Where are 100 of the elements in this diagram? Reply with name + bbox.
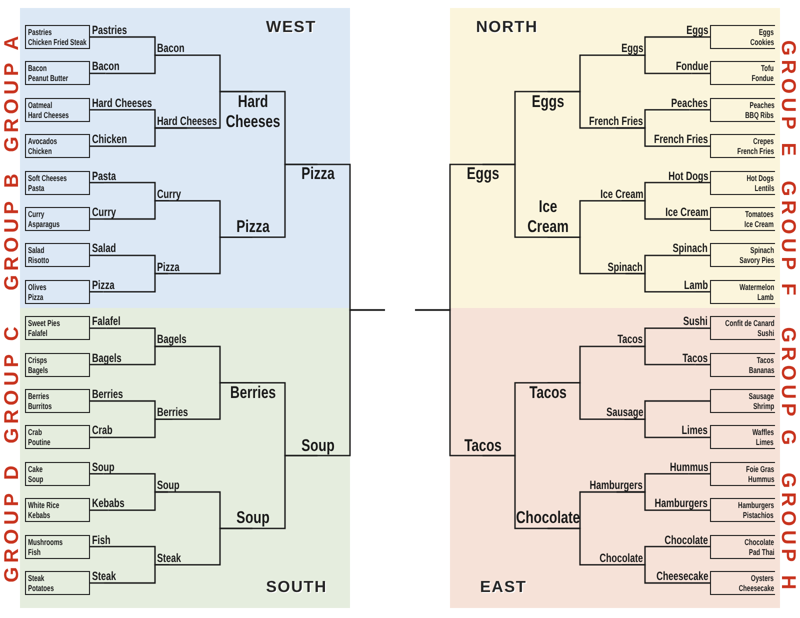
entry-name: Poutine (28, 437, 50, 448)
bracket-line (89, 36, 110, 38)
entry-name: White Rice (28, 500, 60, 510)
matchup-box (710, 207, 775, 231)
entry-name: Confit de Canard (724, 318, 774, 328)
matchup-box (25, 25, 90, 49)
bracket-line (102, 418, 173, 438)
entry-name: Crisps (28, 354, 48, 365)
matchup-box (710, 243, 775, 268)
entry-name: Risotto (28, 255, 50, 266)
winner-name: Steak (92, 569, 116, 583)
bracket-line (548, 528, 622, 566)
entry-name: Salad (28, 245, 44, 256)
matchup-box (25, 207, 90, 231)
bracket-line (681, 146, 711, 147)
bracket-line (548, 236, 626, 274)
entry-name: Pastries (28, 27, 52, 37)
matchup-box (710, 389, 775, 413)
entry-name: Cake (28, 464, 43, 474)
bracket-line (89, 182, 104, 184)
matchup-box (25, 170, 90, 195)
entry-name: Soft Cheeses (28, 172, 67, 183)
winner-name: Hard Cheeses (225, 92, 280, 132)
bracket-line (616, 127, 681, 147)
matchup-box (25, 316, 90, 340)
winner-name: Soup (157, 478, 180, 492)
group-label: GROUP E (776, 40, 800, 160)
entry-name: Tomatoes (746, 209, 774, 219)
matchup-box (25, 534, 90, 559)
winner-name: Sushi (684, 314, 708, 328)
bracket-line (252, 164, 318, 238)
entry-name: Oysters (751, 573, 774, 583)
matchup-box (710, 462, 775, 486)
matchup-box (25, 134, 90, 158)
bracket-line (632, 54, 692, 74)
bracket-line (89, 582, 104, 584)
entry-name: Chicken (28, 146, 52, 156)
region-panel (20, 8, 350, 308)
entry-name: Spinach (750, 245, 774, 256)
entry-name: Hard Cheeses (28, 110, 69, 120)
entry-name: Fish (28, 546, 41, 557)
winner-name: Berries (92, 387, 124, 401)
winner-name: Eggs (686, 23, 708, 37)
bracket-line (690, 254, 711, 256)
bracket-line (169, 528, 252, 566)
winner-name: Lamb (684, 278, 708, 292)
bracket-line (688, 473, 711, 474)
matchup-box (25, 425, 90, 450)
winner-name: Sausage (606, 405, 643, 420)
entry-name: Eggs (759, 27, 774, 37)
entry-name: BBQ Ribs (745, 110, 774, 120)
bracket-line (89, 436, 102, 438)
winner-name: French Fries (654, 132, 708, 146)
bracket-line (104, 564, 169, 584)
winner-name: Ice Cream (526, 197, 568, 238)
entry-name: Chicken Fried Steak (28, 37, 86, 47)
entry-name: Potatoes (28, 583, 54, 593)
entry-name: Kebabs (28, 510, 50, 520)
bracket-line (89, 218, 104, 220)
entry-name: Ice Cream (744, 219, 774, 229)
winner-name: Chocolate (515, 508, 580, 528)
bracket-line (616, 491, 682, 511)
winner-name: Ice Cream (664, 205, 708, 219)
winner-name: Spinach (672, 241, 708, 256)
winner-name: Hamburgers (654, 496, 708, 510)
winner-name: Hamburgers (590, 478, 643, 492)
entry-name: Fondue (752, 73, 774, 84)
entry-name: Pizza (28, 292, 44, 302)
matchup-box (710, 534, 775, 559)
entry-name: Cheesecake (738, 583, 774, 593)
winner-name: Pizza (157, 260, 180, 274)
group-label: GROUP C (0, 322, 24, 444)
entry-name: Steak (28, 573, 44, 583)
entry-name: Watermelon (739, 282, 774, 292)
winner-name: Hot Dogs (668, 168, 708, 183)
bracket-line (89, 400, 108, 402)
bracket-line (626, 272, 696, 292)
entry-name: Peanut Butter (28, 73, 68, 84)
winner-name: Ice Cream (600, 186, 643, 201)
winner-name: Bagels (157, 332, 187, 346)
bracket-line (682, 582, 711, 584)
entry-name: Tofu (761, 63, 774, 74)
entry-name: Lamb (758, 292, 774, 302)
bracket-line (172, 382, 252, 420)
entry-name: Olives (28, 282, 46, 292)
winner-name: Tacos (528, 382, 566, 403)
winner-name: Tacos (464, 436, 502, 456)
winner-name: Chocolate (664, 532, 708, 547)
entry-name: Bananas (748, 364, 774, 375)
matchup-box (710, 352, 775, 377)
bracket-line (688, 182, 711, 184)
bracket-line (187, 90, 252, 129)
bracket-line (89, 364, 107, 366)
entry-name: Mushrooms (28, 536, 63, 547)
winner-name: Kebabs (92, 496, 125, 510)
bracket-line (89, 328, 106, 329)
entry-name: Oatmeal (28, 100, 52, 110)
winner-name: Peaches (671, 96, 708, 110)
winner-name: Cheesecake (656, 569, 708, 583)
matchup-box (710, 134, 775, 158)
